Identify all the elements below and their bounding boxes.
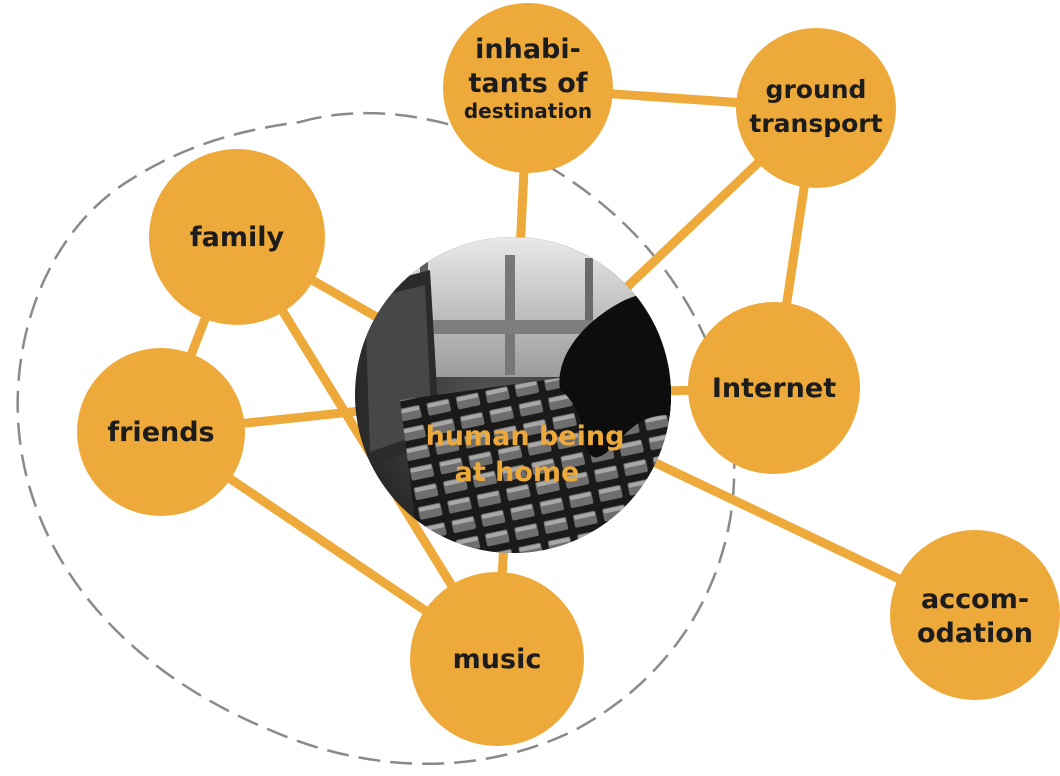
node-internet: Internet xyxy=(688,302,860,474)
node-accomodation: accom-odation xyxy=(890,530,1060,700)
node-music: music xyxy=(410,572,584,746)
node-circle-inhabitants xyxy=(443,3,613,173)
node-circle-accomodation xyxy=(890,530,1060,700)
node-circle-friends xyxy=(77,348,245,516)
node-label-internet-line-1: Internet xyxy=(712,373,836,404)
home-boundary-dashed-outline xyxy=(16,111,736,766)
node-transport: ground transport xyxy=(736,28,896,188)
node-label-accomodation-line-1: accom- xyxy=(921,584,1029,615)
node-label-accomodation-line-2: odation xyxy=(917,618,1033,649)
node-label-inhabitants-line-1: inhabi- xyxy=(475,34,581,65)
center-label-line-2: at home xyxy=(455,457,580,488)
node-label-friends-line-1: friends xyxy=(107,417,214,448)
node-label-music-line-1: music xyxy=(453,644,542,675)
node-label-transport-line-1: ground xyxy=(766,75,867,104)
node-friends: friends xyxy=(77,348,245,516)
node-circle-transport xyxy=(736,28,896,188)
node-circle-family xyxy=(149,149,325,325)
node-circle-internet xyxy=(688,302,860,474)
node-label-family-line-1: family xyxy=(190,222,285,253)
node-circle-music xyxy=(410,572,584,746)
node-label-transport-line-2: transport xyxy=(749,109,882,138)
node-label-inhabitants-line-2: tants of xyxy=(468,68,587,99)
node-family: family xyxy=(149,149,325,325)
node-label-inhabitants-line-3: destination xyxy=(464,99,592,123)
center-label-line-1: human being xyxy=(426,421,625,452)
